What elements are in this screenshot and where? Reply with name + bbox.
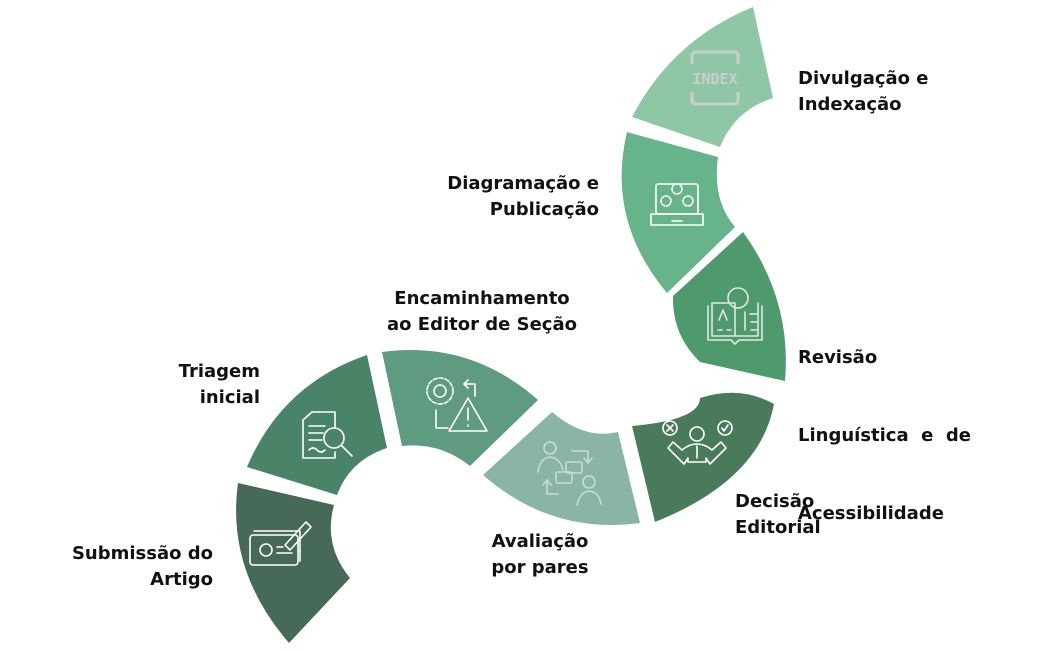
- label-revisao: Revisão Linguística e de Acessibilidade: [798, 293, 971, 553]
- label-line: inicial: [199, 387, 260, 408]
- label-line: ao Editor de Seção: [387, 314, 577, 335]
- label-triagem: Triagem inicial: [179, 359, 260, 411]
- label-line: Indexação: [798, 94, 902, 115]
- index-icon: INDEX: [690, 50, 740, 106]
- laptop-gears-icon: [650, 183, 704, 226]
- label-line: Divulgação e: [798, 68, 929, 89]
- segment-encaminhamento: [382, 350, 538, 466]
- label-encaminhamento: Encaminhamento ao Editor de Seção: [372, 286, 592, 338]
- label-line: Publicação: [489, 199, 599, 220]
- label-line: Decisão: [735, 491, 815, 512]
- label-avaliacao: Avaliação por pares: [470, 529, 610, 581]
- label-line: por pares: [491, 557, 589, 578]
- label-submissao: Submissão do Artigo: [72, 541, 213, 593]
- label-line: Diagramação e: [447, 173, 599, 194]
- gear-warning-cycle-icon: [426, 377, 488, 432]
- segment-diagramacao: [621, 132, 735, 293]
- label-line: Triagem: [178, 361, 260, 382]
- label-line: Avaliação: [491, 531, 589, 552]
- document-magnifier-icon: [302, 411, 353, 459]
- label-line: Editorial: [735, 517, 821, 538]
- label-divulgacao: Divulgação e Indexação: [798, 66, 929, 118]
- segment-avaliacao: [483, 412, 640, 525]
- decision-person-icon: [662, 420, 733, 465]
- segment-submissao: [236, 483, 350, 643]
- svg-text:INDEX: INDEX: [692, 70, 737, 88]
- label-line: Submissão do: [71, 543, 213, 564]
- label-line: Revisão: [798, 347, 878, 368]
- segment-divulgacao: [632, 7, 773, 147]
- label-line: Linguística e de: [798, 425, 971, 446]
- book-language-globe-icon: [707, 287, 763, 345]
- segment-revisao: [672, 232, 786, 381]
- label-line: Artigo: [150, 569, 213, 590]
- label-line: Acessibilidade: [798, 503, 944, 524]
- people-exchange-icon: [537, 441, 602, 506]
- label-decisao: Decisão Editorial: [735, 489, 821, 541]
- label-diagramacao: Diagramação e Publicação: [447, 171, 599, 223]
- label-line: Encaminhamento: [394, 288, 570, 309]
- check-money-pen-icon: [249, 521, 312, 566]
- segment-triagem: [247, 355, 387, 495]
